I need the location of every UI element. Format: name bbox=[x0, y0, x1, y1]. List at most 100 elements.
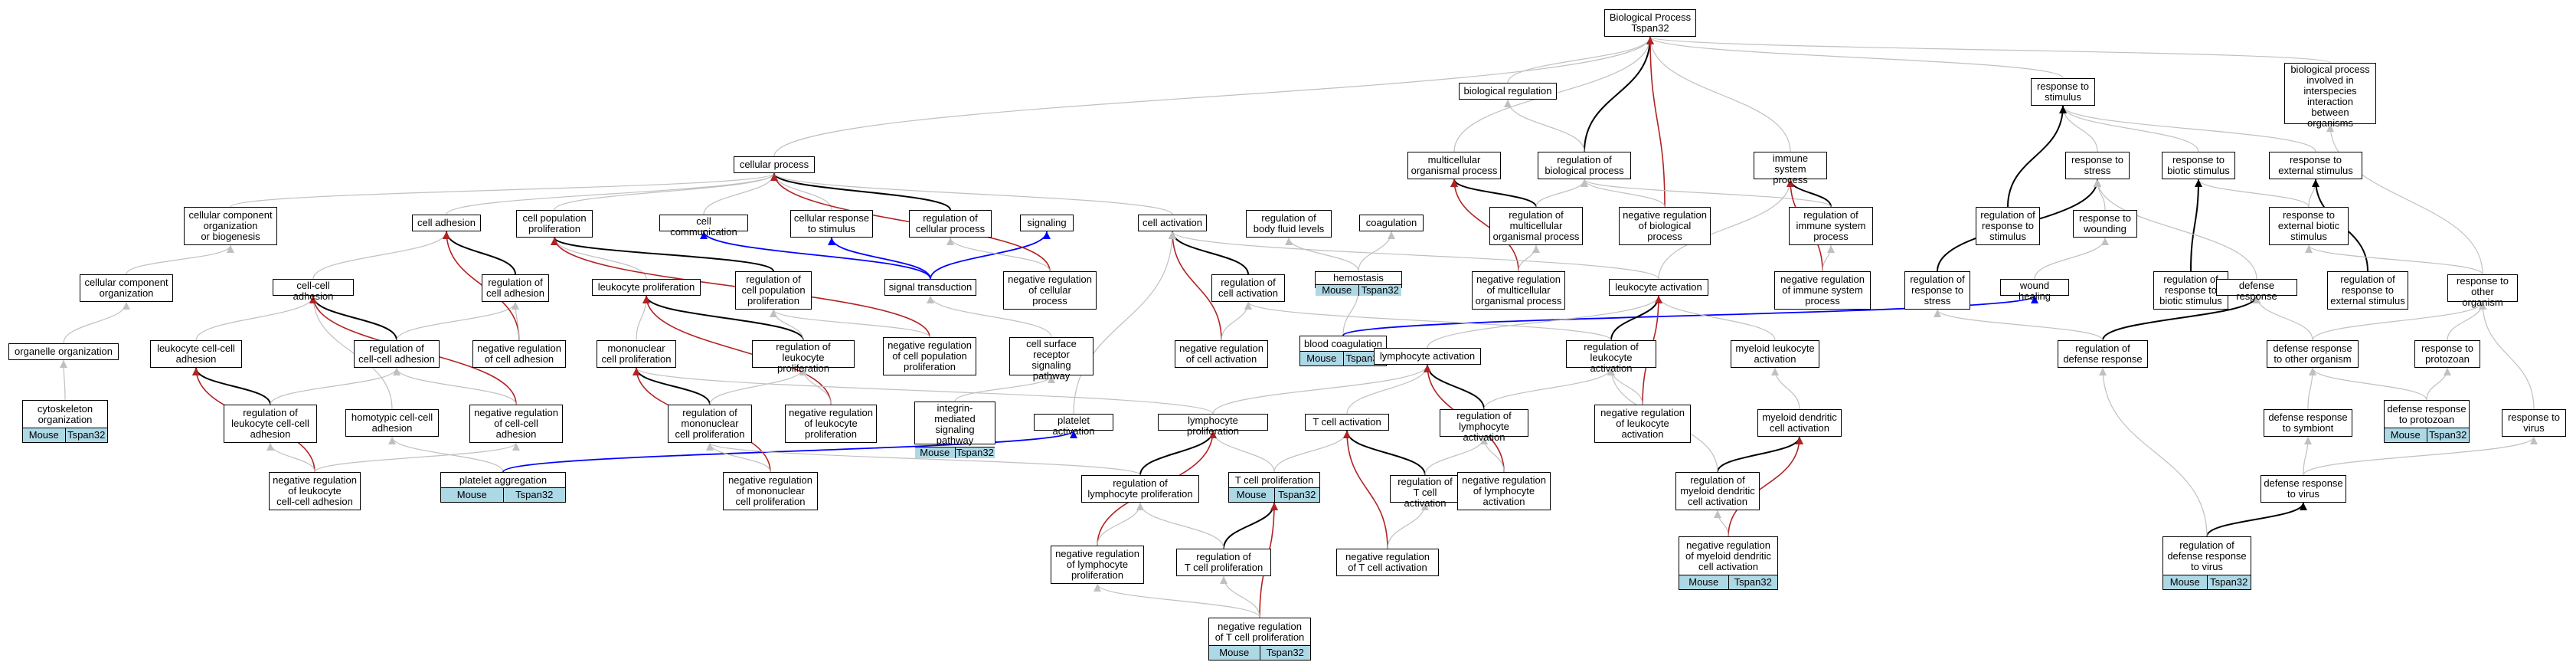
go-term-reg-mop[interactable]: regulation of multicellular organismal p… bbox=[1489, 207, 1583, 245]
go-term-reg-leuk-cc-adh[interactable]: regulation of leukocyte cell-cell adhesi… bbox=[224, 405, 317, 443]
go-term-neg-reg-cc-adh[interactable]: negative regulation of cell-cell adhesio… bbox=[469, 405, 563, 443]
go-term-resp-ext[interactable]: response to external stimulus bbox=[2269, 152, 2362, 179]
go-term-cell-comm[interactable]: cell communication bbox=[659, 215, 748, 238]
go-term-resp-other[interactable]: response to other organism bbox=[2447, 274, 2518, 308]
go-term-reg-cell-pop[interactable]: regulation of cell population proliferat… bbox=[735, 271, 812, 310]
go-term-org-org[interactable]: organelle organization bbox=[8, 343, 119, 360]
go-term-neg-reg-leuk-act[interactable]: negative regulation of leukocyte activat… bbox=[1594, 405, 1691, 443]
go-term-def-resp[interactable]: defense response bbox=[2216, 279, 2297, 302]
go-term-neg-reg-myeloid-dc[interactable]: negative regulation of myeloid dendritic… bbox=[1679, 536, 1778, 590]
go-term-cell-act[interactable]: cell activation bbox=[1138, 215, 1207, 231]
go-term-lymph-prolif[interactable]: lymphocyte proliferation bbox=[1158, 414, 1268, 437]
go-term-def-resp-other[interactable]: defense response to other organism bbox=[2267, 340, 2359, 368]
go-term-reg-t-prolif[interactable]: regulation of T cell proliferation bbox=[1176, 549, 1271, 576]
go-term-resp-biotic[interactable]: response to biotic stimulus bbox=[2162, 152, 2235, 179]
go-term-reg-t-act[interactable]: regulation of T cell activation bbox=[1390, 475, 1460, 509]
go-term-csr-sig[interactable]: cell surface receptor signaling pathway bbox=[1009, 337, 1093, 382]
go-term-label: negative regulation of cell population p… bbox=[888, 339, 972, 372]
go-term-reg-cell-adh[interactable]: regulation of cell adhesion bbox=[482, 274, 549, 302]
go-term-reg-resp-stim[interactable]: regulation of response to stimulus bbox=[1976, 207, 2040, 245]
go-term-reg-leuk-prolif[interactable]: regulation of leukocyte proliferation bbox=[752, 340, 855, 374]
go-term-label: response to stimulus bbox=[2037, 80, 2089, 103]
go-term-homotypic[interactable]: homotypic cell-cell adhesion bbox=[345, 409, 439, 437]
go-term-lymph-act[interactable]: lymphocyte activation bbox=[1374, 348, 1481, 365]
go-term-myeloid-dc-act[interactable]: myeloid dendritic cell activation bbox=[1757, 409, 1842, 437]
go-term-neg-reg-mop[interactable]: negative regulation of multicellular org… bbox=[1472, 271, 1565, 310]
go-term-reg-body[interactable]: regulation of body fluid levels bbox=[1246, 210, 1332, 238]
go-term-t-act[interactable]: T cell activation bbox=[1305, 414, 1389, 431]
go-term-wound-heal[interactable]: wound healing bbox=[2000, 279, 2069, 302]
go-term-neg-reg-imm[interactable]: negative regulation of immune system pro… bbox=[1774, 271, 1871, 310]
go-term-neg-reg-cell-pop[interactable]: negative regulation of cell population p… bbox=[883, 337, 976, 375]
go-term-reg-resp-stress[interactable]: regulation of response to stress bbox=[1904, 271, 1970, 310]
go-term-reg-def-resp[interactable]: regulation of defense response bbox=[2058, 340, 2148, 368]
edges bbox=[60, 36, 2538, 618]
go-term-leuk-cc-adh[interactable]: leukocyte cell-cell adhesion bbox=[150, 340, 242, 368]
go-term-neg-reg-cell-act[interactable]: negative regulation of cell activation bbox=[1175, 340, 1268, 368]
go-term-reg-bp[interactable]: regulation of biological process bbox=[1538, 152, 1631, 179]
go-term-neg-reg-mono-prolif[interactable]: negative regulation of mononuclear cell … bbox=[723, 472, 818, 510]
go-term-interspecies[interactable]: biological process involved in interspec… bbox=[2284, 63, 2376, 129]
go-term-cc-adh[interactable]: cell-cell adhesion bbox=[273, 279, 354, 302]
go-term-neg-reg-lymph-act[interactable]: negative regulation of lymphocyte activa… bbox=[1457, 472, 1551, 510]
go-term-resp-ext-biotic[interactable]: response to external biotic stimulus bbox=[2269, 207, 2349, 245]
go-term-neg-reg-leuk-prolif[interactable]: negative regulation of leukocyte prolife… bbox=[785, 405, 877, 443]
edge-reg-mono-prolif-to-reg-leuk-prolif bbox=[709, 367, 807, 405]
edge-reg-def-resp-to-reg-resp-stress bbox=[1934, 309, 2104, 341]
go-term-reg-imm[interactable]: regulation of immune system process bbox=[1789, 207, 1873, 245]
go-term-cell-adh[interactable]: cell adhesion bbox=[412, 215, 481, 231]
go-term-bioreg[interactable]: biological regulation bbox=[1459, 83, 1557, 100]
go-term-label: regulation of response to stress bbox=[1910, 274, 1965, 306]
go-term-resp-virus[interactable]: response to virus bbox=[2502, 409, 2566, 437]
go-term-def-resp-symb[interactable]: defense response to symbiont bbox=[2264, 409, 2352, 437]
go-term-platelet-act[interactable]: platelet activation bbox=[1034, 414, 1113, 437]
go-term-reg-lymph-prolif[interactable]: regulation of lymphocyte proliferation bbox=[1081, 475, 1199, 503]
go-term-cc-org[interactable]: cellular component organization or bioge… bbox=[184, 207, 277, 245]
go-term-neg-reg-lymph-prolif[interactable]: negative regulation of lymphocyte prolif… bbox=[1051, 546, 1144, 584]
edge-reg-t-act-to-t-act bbox=[1343, 430, 1426, 476]
go-term-neg-reg-cp[interactable]: negative regulation of cellular process bbox=[1003, 271, 1097, 310]
go-term-reg-cp[interactable]: regulation of cellular process bbox=[909, 210, 992, 238]
go-term-mono-prolif[interactable]: mononuclear cell proliferation bbox=[597, 340, 676, 368]
go-term-immune-sys[interactable]: immune system process bbox=[1754, 152, 1827, 185]
go-term-coag[interactable]: coagulation bbox=[1359, 215, 1424, 231]
go-term-reg-mono-prolif[interactable]: regulation of mononuclear cell prolifera… bbox=[668, 405, 752, 443]
go-term-cc-org2[interactable]: cellular component organization bbox=[80, 274, 173, 302]
go-term-resp-wound[interactable]: response to wounding bbox=[2073, 210, 2137, 238]
go-term-cellular-process[interactable]: cellular process bbox=[734, 156, 815, 173]
go-term-neg-reg-cell-adh[interactable]: negative regulation of cell adhesion bbox=[472, 340, 566, 368]
go-term-neg-reg-t-prolif[interactable]: negative regulation of T cell proliferat… bbox=[1208, 618, 1311, 661]
go-term-sig-trans[interactable]: signal transduction bbox=[884, 279, 976, 296]
go-term-label: regulation of leukocyte activation bbox=[1584, 341, 1639, 374]
go-term-multicell[interactable]: multicellular organismal process bbox=[1407, 152, 1501, 179]
edge-reg-lymph-prolif-to-reg-mono-prolif bbox=[706, 442, 1141, 476]
go-term-leuk-prolif[interactable]: leukocyte proliferation bbox=[592, 279, 701, 296]
go-term-reg-cc-adh[interactable]: regulation of cell-cell adhesion bbox=[354, 340, 440, 368]
go-term-neg-reg-leuk-cc-adh[interactable]: negative regulation of leukocyte cell-ce… bbox=[269, 472, 361, 510]
go-term-leuk-act[interactable]: leukocyte activation bbox=[1609, 279, 1708, 296]
go-term-neg-reg-t-act[interactable]: negative regulation of T cell activation bbox=[1336, 549, 1439, 576]
go-term-bp[interactable]: Biological Process Tspan32 bbox=[1604, 9, 1696, 37]
go-term-cell-resp[interactable]: cellular response to stimulus bbox=[790, 210, 873, 238]
go-term-reg-myeloid-dc[interactable]: regulation of myeloid dendritic cell act… bbox=[1675, 472, 1760, 510]
go-term-reg-resp-ext[interactable]: regulation of response to external stimu… bbox=[2327, 271, 2408, 310]
go-term-resp-stim[interactable]: response to stimulus bbox=[2031, 78, 2095, 106]
go-term-def-resp-virus[interactable]: defense response to virus bbox=[2261, 475, 2346, 503]
go-term-reg-resp-biotic[interactable]: regulation of response to biotic stimulu… bbox=[2153, 271, 2228, 310]
go-term-resp-stress[interactable]: response to stress bbox=[2065, 152, 2130, 179]
go-term-reg-cell-act[interactable]: regulation of cell activation bbox=[1211, 274, 1285, 302]
go-term-myeloid-leuk-act[interactable]: myeloid leukocyte activation bbox=[1731, 340, 1819, 368]
go-term-neg-reg-bp[interactable]: negative regulation of biological proces… bbox=[1619, 207, 1711, 245]
go-term-reg-lymph-act[interactable]: regulation of lymphocyte activation bbox=[1440, 409, 1528, 443]
go-term-cell-pop[interactable]: cell population proliferation bbox=[516, 210, 593, 238]
go-term-reg-leuk-act[interactable]: regulation of leukocyte activation bbox=[1566, 340, 1656, 374]
go-term-signaling[interactable]: signaling bbox=[1020, 215, 1074, 231]
go-term-resp-protozoan[interactable]: response to protozoan bbox=[2414, 340, 2480, 368]
